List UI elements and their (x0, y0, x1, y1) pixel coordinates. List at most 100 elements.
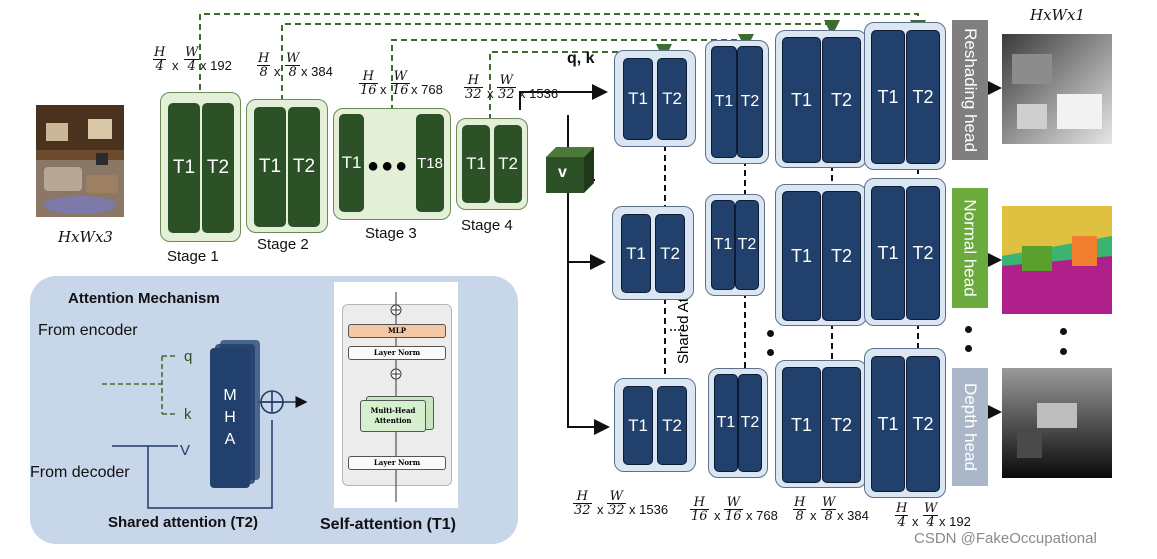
dec-c4-r3-t2: T2 (906, 356, 940, 492)
dec-c1-r1-t1: T1 (623, 58, 653, 140)
dec-c2-r1: T1 T2 (705, 40, 769, 164)
stage-1-dim-ch: x 192 (200, 58, 232, 73)
dec-c4-r2-t2: T2 (906, 186, 940, 320)
transformer-wiring (390, 292, 402, 502)
dec-c1-r3-t1: T1 (623, 386, 653, 465)
dec-c1-r3: T1 T2 (614, 378, 696, 472)
layer-norm-bottom: Layer Norm (348, 456, 446, 470)
dots-head-b (965, 345, 972, 352)
stage-3-t1-block: T1 (339, 114, 364, 212)
v-cube (546, 147, 594, 193)
stage-1-box: T1 T2 (160, 92, 241, 242)
k-input-label: k (184, 406, 192, 423)
mha-letter-h: H (224, 409, 236, 426)
v-input-label: V (180, 442, 191, 459)
attention-mechanism-panel: Attention Mechanism From encoder From de… (30, 276, 518, 544)
dec-c4-r2-t1: T1 (871, 186, 905, 320)
stage-2-dim-x: x (274, 64, 281, 79)
dec-dim-1-ch: x 1536 (629, 502, 669, 517)
dec-c3-r2-t1: T1 (782, 191, 821, 321)
dots-c2-b (767, 349, 774, 356)
stage-2-box: T1 T2 (246, 99, 328, 233)
dec-c4-r1: T1 T2 (864, 22, 946, 170)
dec-c4-r1-t1: T1 (871, 30, 905, 164)
from-decoder-label: From decoder (30, 464, 130, 481)
stage-3-t18-block: T18 (416, 114, 444, 212)
watermark: CSDN @FakeOccupational (914, 530, 1097, 547)
dec-c4-r2: T1 T2 (864, 178, 946, 326)
input-size-label: HxWx3 (58, 228, 113, 246)
dec-c4-r1-t2: T2 (906, 30, 940, 164)
dec-c1-r2: T1 T2 (612, 206, 694, 300)
stage-3-dim-ch: x 768 (411, 82, 443, 97)
normal-head: Normal head (952, 188, 988, 308)
dec-c3-r1-t1: T1 (782, 37, 821, 163)
stage-2-t2-block: T2 (288, 107, 320, 227)
stage-2-dim-ch: x 384 (301, 64, 333, 79)
dec-c1-r2-t2: T2 (655, 214, 685, 293)
stage-1-dim-x: x (172, 58, 179, 73)
stage-4-dim-ch: x 1536 (519, 86, 559, 101)
dec-c3-r2: T1 T2 (775, 184, 867, 326)
dec-c2-r3-t1: T1 (714, 374, 738, 472)
input-room-image (36, 105, 124, 217)
stage-1-t2-block: T2 (202, 103, 234, 233)
dec-c2-r3: T1 T2 (708, 368, 768, 478)
dec-c3-r1: T1 T2 (775, 30, 867, 168)
dec-dim-1-x: x (597, 502, 604, 517)
stage-4-box: T1 T2 (456, 118, 528, 210)
normal-output-image (1002, 206, 1112, 314)
dec-c3-r1-t2: T2 (822, 37, 861, 163)
mha-text-line2: Attention (374, 416, 412, 425)
layer-norm-top: Layer Norm (348, 346, 446, 360)
dec-dim-3-ch: x 384 (837, 508, 869, 523)
dec-c3-r2-t2: T2 (822, 191, 861, 321)
stage-3-ellipsis: ●●● (367, 155, 410, 177)
dec-c4-r3-t1: T1 (871, 356, 905, 492)
dec-c1-r3-t2: T2 (657, 386, 687, 465)
stage-4-label: Stage 4 (461, 217, 513, 234)
dec-c3-r3: T1 T2 (775, 360, 867, 488)
depth-head: Depth head (952, 368, 988, 486)
attention-wiring (102, 355, 308, 509)
dec-c3-r3-t2: T2 (822, 367, 861, 483)
reshading-output-image (1002, 34, 1112, 144)
q-input-label: q (184, 348, 193, 365)
dec-c1-r1-t2: T2 (657, 58, 687, 140)
reshading-head: Reshading head (952, 20, 988, 160)
mha-block: M H A (210, 348, 250, 488)
dec-c2-r1-t1: T1 (711, 46, 737, 158)
dec-c2-r2-t2: T2 (735, 200, 759, 290)
dec-c1-r2-t1: T1 (621, 214, 651, 293)
depth-output-image (1002, 368, 1112, 478)
dots-out-a (1060, 328, 1067, 335)
dec-c1-r1: T1 T2 (614, 50, 696, 147)
output-size-label: HxWx1 (1030, 6, 1085, 24)
dec-c2-r1-t2: T2 (737, 46, 763, 158)
dec-dim-2-ch: x 768 (746, 508, 778, 523)
dec-c2-r3-t2: T2 (738, 374, 762, 472)
dec-dim-3-x: x (810, 508, 817, 523)
mha-text-line1: Multi-Head (370, 406, 416, 415)
dots-out-b (1060, 348, 1067, 355)
stage-2-label: Stage 2 (257, 236, 309, 253)
transformer-diagram: MLP Layer Norm Multi-Head Attention Laye… (334, 282, 458, 508)
shared-attention-caption: Shared attention (T2) (108, 514, 259, 531)
qk-label: q, k (567, 50, 595, 67)
mlp-block: MLP (348, 324, 446, 338)
stage-2-t1-block: T1 (254, 107, 286, 227)
